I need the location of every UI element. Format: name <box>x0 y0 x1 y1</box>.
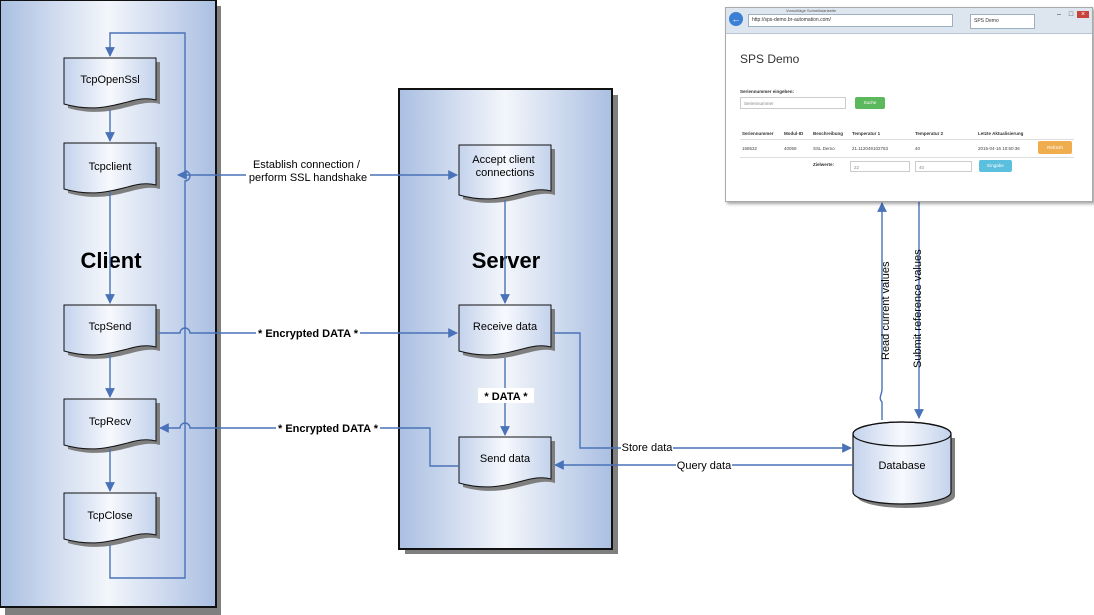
table-divider <box>740 139 1074 140</box>
store-connection: Store data <box>553 332 852 454</box>
handshake-label: Establish connection / perform SSL hands… <box>249 159 367 184</box>
table-cell: 40 <box>915 146 921 151</box>
client-step-tcprecv: TcpRecv <box>63 398 160 453</box>
client-step-tcpopenssl: TcpOpenSsl <box>63 57 160 112</box>
database-label: Database <box>878 460 925 472</box>
handshake-connection: Establish connection / perform SSL hands… <box>177 157 458 187</box>
client-step-label: Tcpclient <box>89 161 132 173</box>
server-step-line: connections <box>476 167 535 179</box>
table-cell: SSL Demo <box>813 146 835 151</box>
col-header: Temperatur 2 <box>915 131 944 136</box>
handshake-label-line: perform SSL handshake <box>249 172 367 184</box>
search-label: Seriennummer eingeben: <box>740 89 795 94</box>
client-step-label: TcpOpenSsl <box>80 74 139 86</box>
target-label: Zielwerte: <box>813 162 835 167</box>
server-data-label: * DATA * <box>484 391 528 403</box>
col-header: Seriennummer <box>742 131 774 136</box>
server-step-label: Accept client connections <box>472 154 537 179</box>
send-connection: * Encrypted DATA * <box>158 325 458 340</box>
table-cell: 40059 <box>784 146 797 151</box>
target-input-2[interactable]: 40 <box>915 161 972 172</box>
server-step-line: Accept client <box>472 154 534 166</box>
server-step-label: Receive data <box>473 321 538 333</box>
browser-toolbar: Vorschläge Schnellstartseite ← http://sp… <box>726 8 1092 34</box>
submit-label: Submit reference values <box>912 249 924 368</box>
server-step-accept: Accept client connections <box>458 144 555 203</box>
col-header: Letzte Aktualisierung <box>978 131 1024 136</box>
search-button[interactable]: Suche <box>855 97 885 109</box>
handshake-label-line: Establish connection / <box>253 159 361 171</box>
query-label: Query data <box>677 460 732 472</box>
page-heading: SPS Demo <box>740 52 800 66</box>
server-step-receive: Receive data <box>458 304 555 359</box>
read-connection: Read current values <box>877 202 892 420</box>
browser-tab[interactable]: SPS Demo <box>970 14 1035 29</box>
server-title: Server <box>472 248 541 273</box>
query-connection: Query data <box>554 458 853 472</box>
back-arrow-icon[interactable]: ← <box>729 12 743 26</box>
client-step-tcpsend: TcpSend <box>63 304 160 359</box>
submit-connection: Submit reference values <box>912 201 924 419</box>
maximize-icon[interactable]: □ <box>1068 11 1074 18</box>
send-label: * Encrypted DATA * <box>258 328 359 340</box>
search-input[interactable]: Seriennummer <box>740 97 846 109</box>
client-title: Client <box>80 248 142 273</box>
close-icon[interactable]: × <box>1077 11 1089 18</box>
minimize-icon[interactable]: – <box>1057 11 1061 18</box>
recv-label: * Encrypted DATA * <box>278 423 379 435</box>
read-label: Read current values <box>880 261 892 360</box>
client-step-tcpclose: TcpClose <box>63 492 160 547</box>
bookmarks-bar[interactable]: Vorschläge Schnellstartseite <box>786 8 837 13</box>
browser-window: Vorschläge Schnellstartseite ← http://sp… <box>725 7 1093 202</box>
table-cell: 168532 <box>742 146 758 151</box>
client-step-label: TcpClose <box>87 510 132 522</box>
recv-connection: * Encrypted DATA * <box>159 420 459 467</box>
table-cell: 2015-04-16 10:50:36 <box>978 146 1020 151</box>
address-bar[interactable]: http://sps-demo.br-automation.com/ <box>748 14 953 27</box>
store-label: Store data <box>622 442 674 454</box>
client-step-label: TcpSend <box>89 321 132 333</box>
server-step-label: Send data <box>480 453 531 465</box>
server-step-send: Send data <box>458 436 555 491</box>
target-input-1[interactable]: 22 <box>850 161 910 172</box>
window-controls: –□× <box>1053 11 1089 18</box>
col-header: Beschreibung <box>813 131 844 136</box>
table-divider <box>740 157 1074 158</box>
client-step-tcpclient: Tcpclient <box>63 142 160 197</box>
refresh-button[interactable]: Refresh <box>1038 141 1072 154</box>
server-flow: * DATA * <box>478 200 534 436</box>
submit-button[interactable]: Eingabe <box>979 160 1012 172</box>
table-cell: 21.112049102783 <box>852 146 888 151</box>
col-header: Temperatur 1 <box>852 131 881 136</box>
client-step-label: TcpRecv <box>89 416 132 428</box>
col-header: Modul-ID <box>784 131 804 136</box>
database: Database <box>852 421 955 508</box>
